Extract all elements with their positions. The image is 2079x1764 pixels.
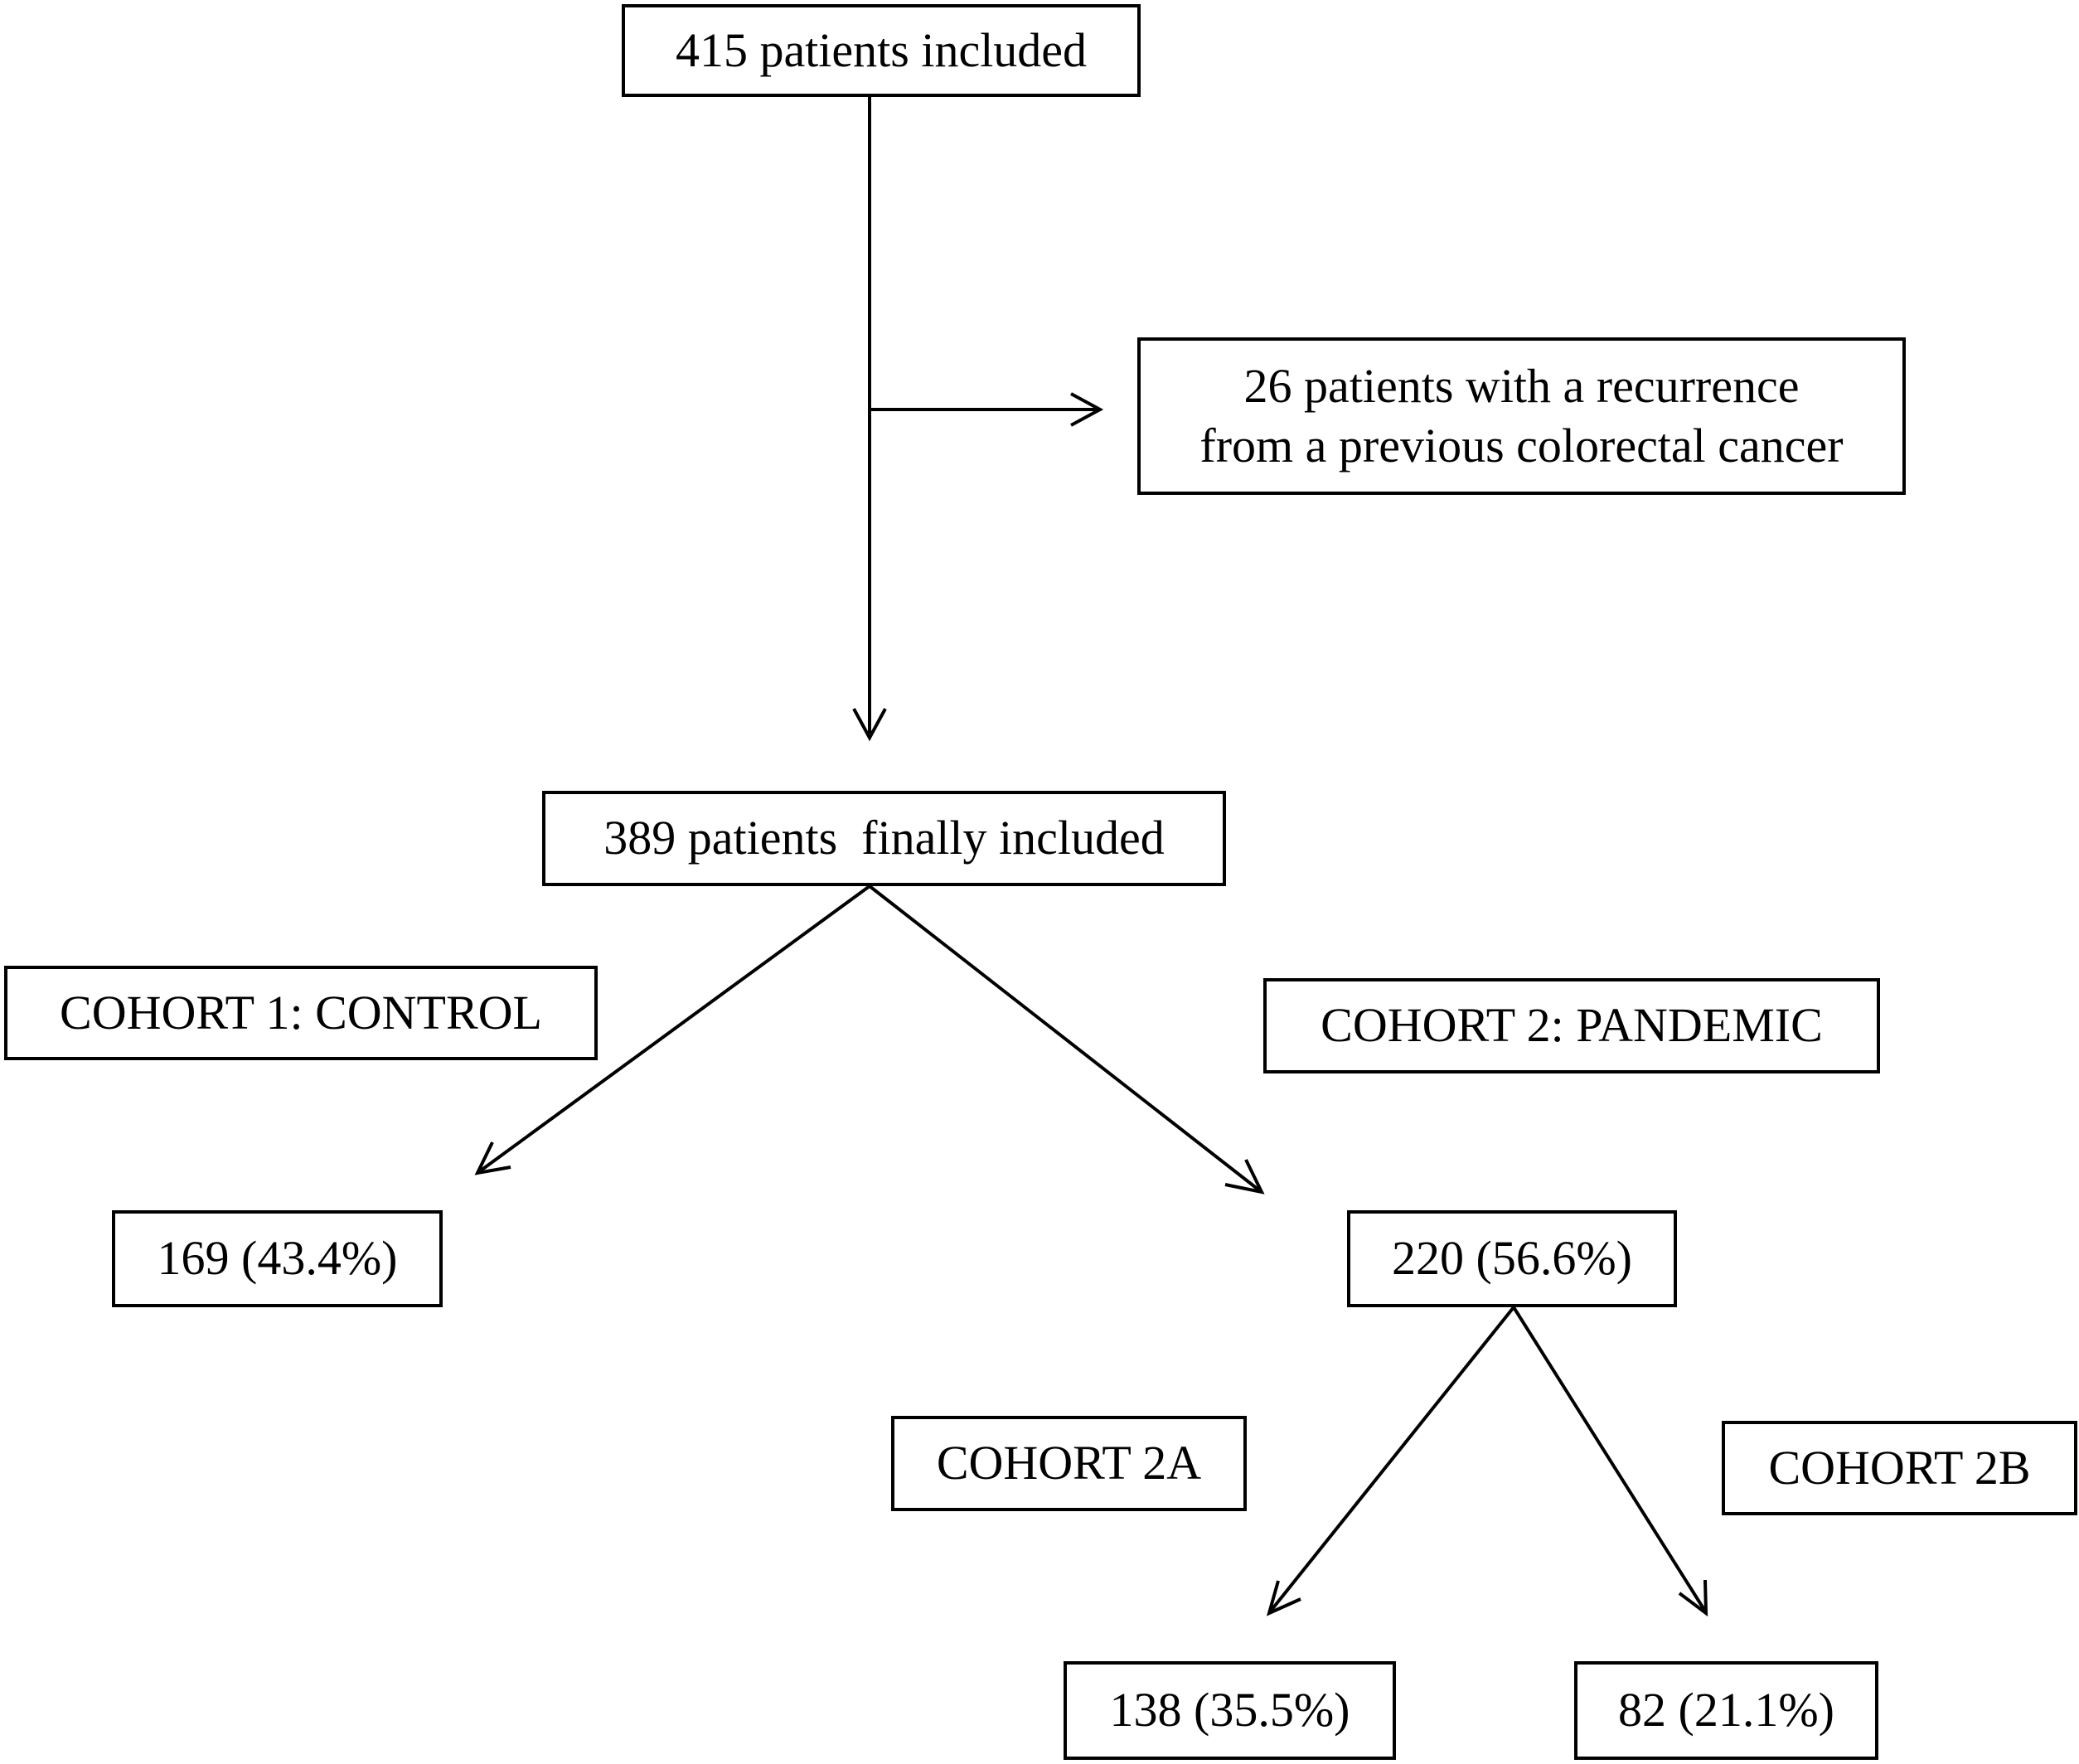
pandemic-arrow <box>868 884 1260 1191</box>
cohort-2a-label-box: COHORT 2A <box>891 1416 1247 1511</box>
cohort-2b-count-text: 82 (21.1%) <box>1618 1683 1834 1737</box>
control-arrowhead <box>474 1141 511 1175</box>
cohort-2a-arrow <box>1270 1306 1515 1611</box>
cohort-2a-label-text: COHORT 2A <box>936 1436 1202 1490</box>
initial-patients-box: 415 patients included <box>622 4 1141 97</box>
cohort-1-label-text: COHORT 1: CONTROL <box>60 985 542 1040</box>
cohort-2b-label-box: COHORT 2B <box>1722 1421 2077 1515</box>
control-arrow <box>479 884 871 1172</box>
excluded-patients-line-1: 26 patients with a recurrence <box>1243 358 1800 413</box>
cohort-2-count-text: 220 (56.6%) <box>1392 1231 1632 1286</box>
cohort-2b-count-box: 82 (21.1%) <box>1574 1661 1878 1760</box>
cohort-1-count-box: 169 (43.4%) <box>112 1210 443 1307</box>
pandemic-arrowhead <box>1224 1159 1265 1195</box>
cohort-2-label-box: COHORT 2: PANDEMIC <box>1263 978 1880 1073</box>
cohort-1-label-box: COHORT 1: CONTROL <box>4 966 598 1060</box>
cohort-2b-arrow <box>1512 1306 1706 1611</box>
cohort-2a-count-box: 138 (35.5%) <box>1064 1661 1396 1760</box>
cohort-2b-arrowhead <box>1678 1579 1708 1617</box>
trunk-arrowhead <box>852 708 887 742</box>
cohort-2-label-text: COHORT 2: PANDEMIC <box>1321 998 1823 1053</box>
cohort-2a-arrowhead <box>1266 1580 1301 1616</box>
cohort-2a-count-text: 138 (35.5%) <box>1109 1683 1350 1737</box>
exclusion-arrowhead <box>1070 392 1104 427</box>
cohort-2b-label-text: COHORT 2B <box>1768 1440 2031 1495</box>
initial-patients-text: 415 patients included <box>675 22 1088 77</box>
final-patients-box: 389 patients finally included <box>542 791 1226 886</box>
final-patients-text: 389 patients finally included <box>603 811 1165 865</box>
excluded-patients-line-2: from a previous colorectal cancer <box>1199 419 1844 472</box>
cohort-1-count-text: 169 (43.4%) <box>157 1231 398 1286</box>
excluded-patients-box: 26 patients with a recurrence from a pre… <box>1137 337 1906 495</box>
cohort-2-count-box: 220 (56.6%) <box>1347 1210 1677 1307</box>
